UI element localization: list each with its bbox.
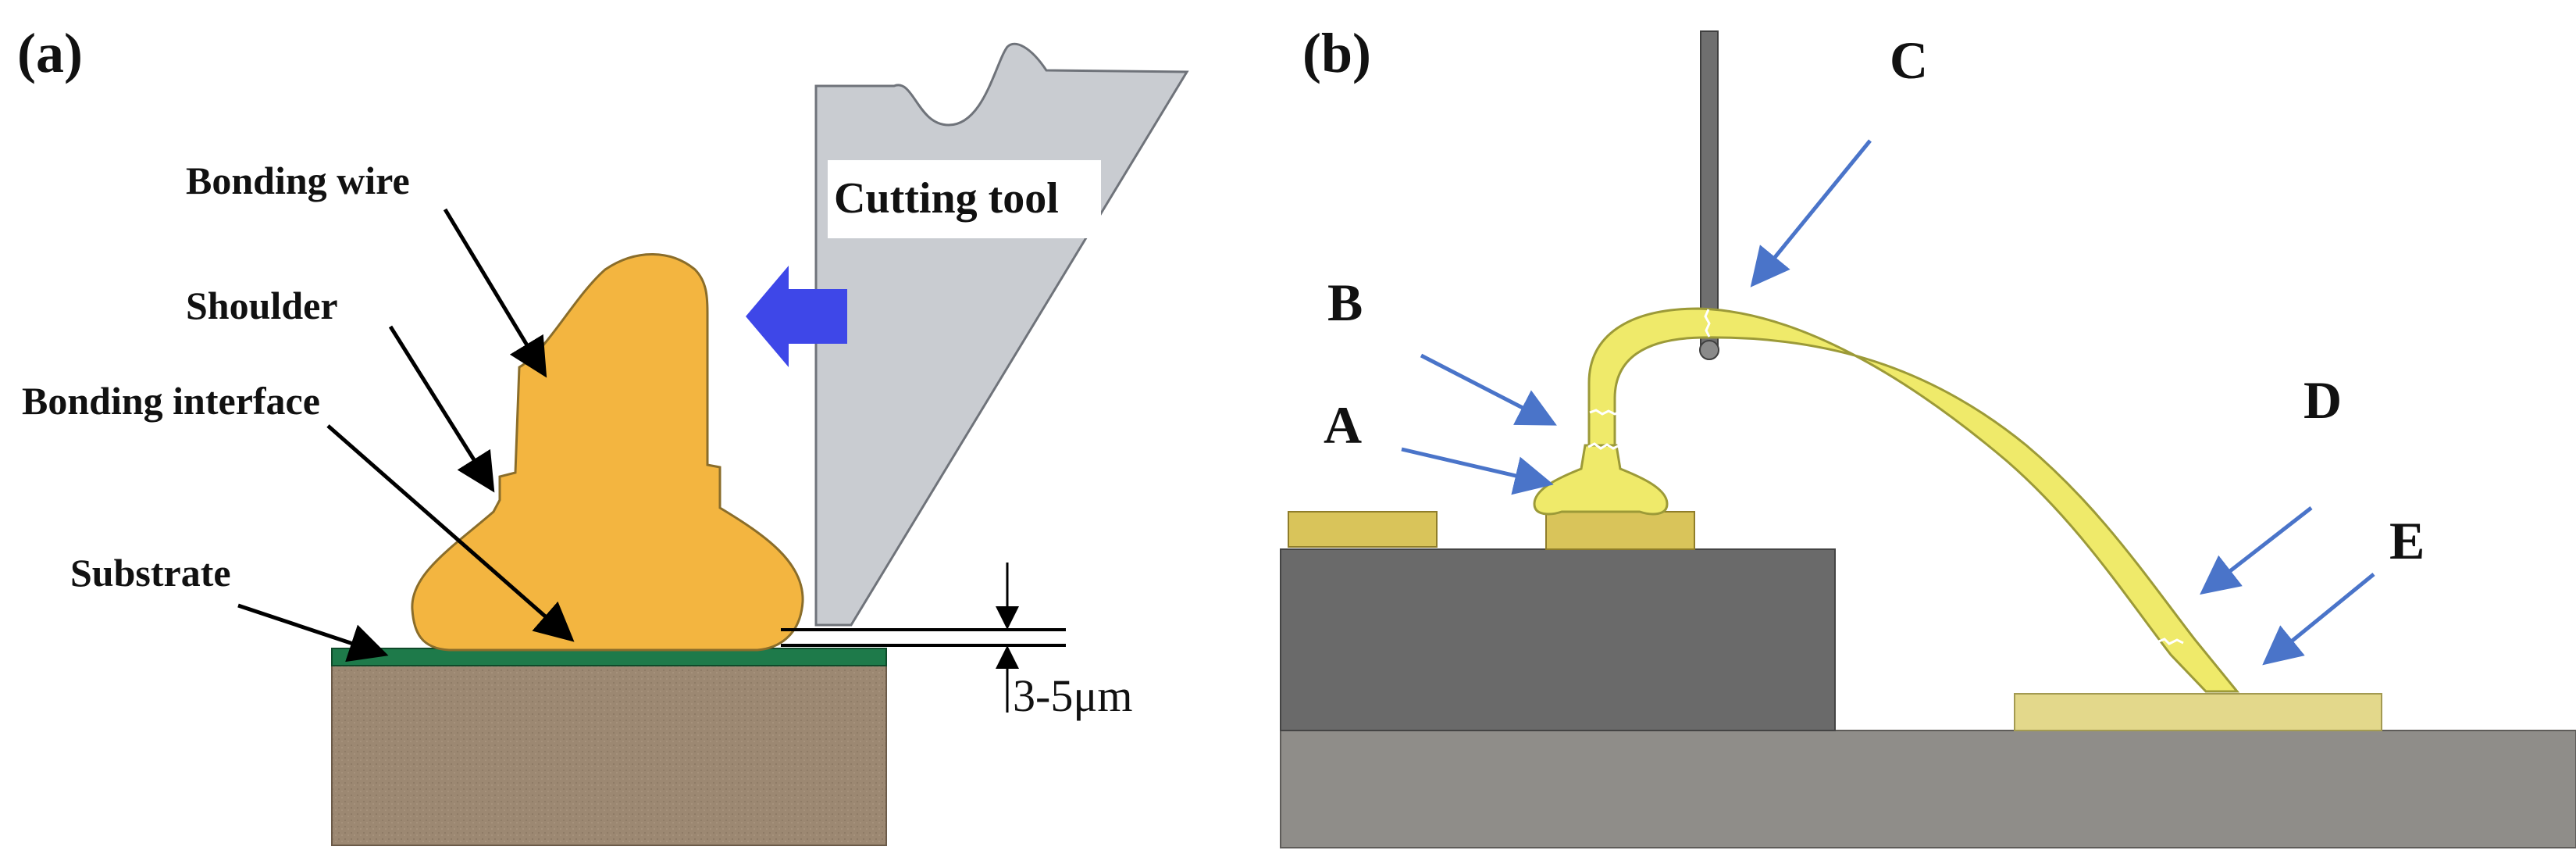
push-arrow <box>746 266 847 367</box>
right-pad <box>2014 693 2382 731</box>
crack-b <box>1589 409 1620 416</box>
arrow-c <box>1750 139 1872 288</box>
board <box>1280 730 2576 848</box>
crack-c <box>1704 309 1711 338</box>
cutting-tool-label: Cutting tool <box>834 174 1059 223</box>
panel-b-tag: (b) <box>1302 22 1371 84</box>
capillary <box>1700 30 1719 348</box>
bonding-interface-pointer <box>326 424 575 642</box>
label-c: C <box>1890 30 1928 90</box>
gap-label: 3-5μm <box>1013 670 1133 721</box>
shoulder-label: Shoulder <box>186 284 338 327</box>
arrow-b <box>1420 353 1557 426</box>
label-e: E <box>2389 511 2425 570</box>
substrate-label: Substrate <box>70 551 231 595</box>
bond-ball <box>411 253 804 652</box>
substrate-pointer <box>237 603 389 663</box>
capillary-tip <box>1699 340 1719 360</box>
cutting-tool <box>814 42 1189 627</box>
bonding-interface-label: Bonding interface <box>22 379 320 423</box>
base-block <box>331 663 887 846</box>
crack-a <box>1587 442 1619 450</box>
left-pad <box>1288 511 1438 548</box>
label-b: B <box>1327 273 1363 332</box>
arrow-e <box>2262 573 2375 666</box>
label-d: D <box>2303 370 2342 430</box>
panel-b: (b) C B A D E <box>1280 22 2576 848</box>
ball-bond <box>1533 444 1669 516</box>
crack-d <box>2156 638 2184 645</box>
arrow-d <box>2200 506 2313 595</box>
bonding-wire-label: Bonding wire <box>186 159 410 202</box>
chip <box>1280 548 1836 731</box>
center-pad <box>1545 511 1695 550</box>
panel-a-tag: (a) <box>17 22 83 84</box>
arrow-a <box>1401 447 1554 495</box>
shoulder-pointer <box>388 325 495 493</box>
bonding-wire-pointer <box>443 208 547 378</box>
panel-a: (a) Cutting tool 3-5μm Bonding wire Shou… <box>17 22 1189 846</box>
bond-wire-body <box>1587 307 2240 693</box>
label-a: A <box>1324 395 1362 455</box>
cutting-tool-label-bg <box>828 160 1101 238</box>
